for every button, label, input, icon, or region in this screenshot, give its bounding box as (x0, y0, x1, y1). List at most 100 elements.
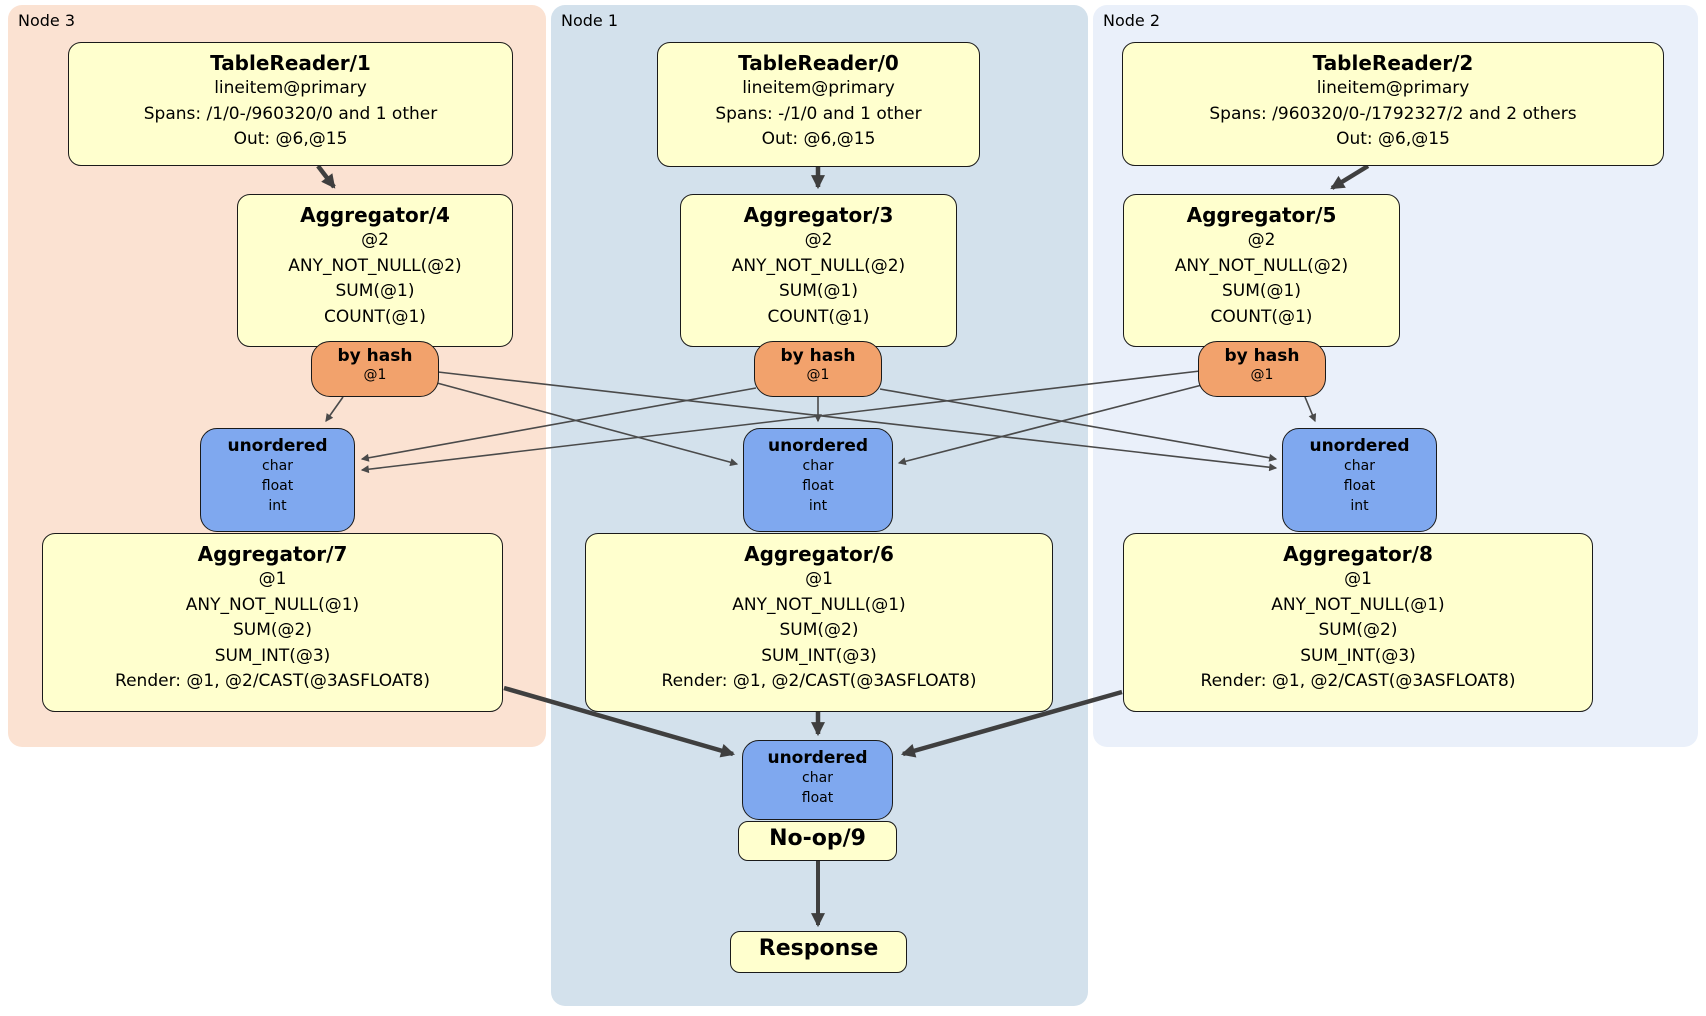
sync-title: unordered (767, 748, 868, 768)
edge-aggregator7-unordered-final (503, 685, 736, 758)
processor-line: Out: @6,@15 (233, 129, 348, 149)
router-detail: @1 (1250, 367, 1274, 384)
edge-tablereader2-aggregator5 (1330, 164, 1370, 190)
processor-tablereader-1: TableReader/1 lineitem@primary Spans: /1… (68, 42, 513, 166)
processor-aggregator-5: Aggregator/5 @2 ANY_NOT_NULL(@2) SUM(@1)… (1123, 194, 1400, 347)
sync-unordered-node3: unordered char float int (200, 428, 355, 532)
region-node3-label: Node 3 (18, 11, 76, 30)
processor-noop-9: No-op/9 (738, 821, 897, 861)
edge-hash2-unordered2 (1304, 396, 1317, 423)
processor-aggregator-7: Aggregator/7 @1 ANY_NOT_NULL(@1) SUM(@2)… (42, 533, 503, 712)
router-by-hash-node1: by hash @1 (754, 341, 882, 397)
sync-unordered-node1: unordered char float int (743, 428, 893, 532)
processor-line: Spans: -/1/0 and 1 other (715, 103, 922, 124)
processor-title: TableReader/2 (1312, 51, 1474, 75)
sync-unordered-node2: unordered char float int (1282, 428, 1437, 532)
processor-line: ANY_NOT_NULL(@2) (288, 255, 462, 276)
processor-title: TableReader/0 (738, 51, 899, 75)
sync-item: char (1344, 458, 1375, 475)
sync-item: int (808, 497, 828, 514)
processor-line: @2 (804, 230, 833, 250)
processor-line: SUM(@1) (335, 281, 415, 301)
processor-line: SUM_INT(@3) (214, 645, 331, 666)
processor-aggregator-8: Aggregator/8 @1 ANY_NOT_NULL(@1) SUM(@2)… (1123, 533, 1593, 712)
processor-line: lineitem@primary (742, 78, 895, 98)
sync-item: float (801, 789, 834, 806)
sync-title: unordered (1309, 436, 1410, 456)
processor-line: COUNT(@1) (1210, 306, 1313, 327)
region-node2-label: Node 2 (1103, 11, 1161, 30)
processor-line: COUNT(@1) (324, 306, 426, 327)
processor-line: SUM(@1) (779, 281, 858, 301)
edge-aggregator8-unordered-final (900, 689, 1123, 758)
sync-item: float (802, 477, 834, 494)
processor-line: ANY_NOT_NULL(@1) (1271, 594, 1445, 615)
processor-line: @1 (805, 569, 833, 589)
processor-line: SUM(@1) (1222, 281, 1301, 301)
sync-item: char (262, 458, 293, 475)
processor-line: ANY_NOT_NULL(@1) (732, 594, 906, 615)
sync-item: char (802, 458, 834, 475)
processor-tablereader-0: TableReader/0 lineitem@primary Spans: -/… (657, 42, 980, 167)
processor-line: ANY_NOT_NULL(@1) (185, 594, 360, 615)
region-node1-label: Node 1 (561, 11, 619, 30)
processor-aggregator-6: Aggregator/6 @1 ANY_NOT_NULL(@1) SUM(@2)… (585, 533, 1053, 712)
processor-title: Aggregator/7 (197, 542, 348, 566)
processor-line: @1 (1344, 569, 1372, 589)
processor-line: Spans: /1/0-/960320/0 and 1 other (143, 103, 438, 124)
sync-item: float (261, 477, 294, 494)
processor-title: Aggregator/8 (1283, 542, 1433, 566)
processor-title: Aggregator/3 (743, 203, 894, 227)
sync-title: unordered (227, 436, 328, 456)
router-title: by hash (1224, 346, 1300, 366)
processor-title: Aggregator/5 (1186, 203, 1337, 227)
processor-aggregator-3: Aggregator/3 @2 ANY_NOT_NULL(@2) SUM(@1)… (680, 194, 957, 347)
router-by-hash-node3: by hash @1 (311, 341, 439, 397)
router-detail: @1 (363, 367, 387, 384)
processor-line: Render: @1, @2/CAST(@3ASFLOAT8) (1200, 671, 1516, 691)
edge-hash3-unordered2 (437, 371, 1278, 472)
processor-line: Out: @6,@15 (1336, 129, 1450, 149)
processor-line: lineitem@primary (1316, 78, 1470, 98)
edge-hash2-unordered3 (360, 370, 1201, 474)
sync-unordered-final: unordered char float (742, 740, 893, 820)
router-detail: @1 (806, 367, 830, 384)
processor-line: SUM_INT(@3) (761, 645, 877, 666)
sync-item: int (1350, 497, 1369, 514)
router-title: by hash (780, 346, 856, 366)
sync-item: float (1343, 477, 1376, 494)
processor-line: ANY_NOT_NULL(@2) (731, 255, 906, 276)
edge-tablereader1-aggregator4 (316, 164, 336, 189)
processor-line: @1 (258, 569, 287, 589)
processor-line: lineitem@primary (214, 78, 367, 98)
sync-item: char (802, 770, 833, 787)
processor-line: Render: @1, @2/CAST(@3ASFLOAT8) (661, 671, 977, 691)
edge-hash1-unordered2 (879, 388, 1278, 462)
processor-title: TableReader/1 (210, 51, 371, 75)
processor-line: SUM(@2) (779, 620, 859, 640)
processor-line: SUM_INT(@3) (1300, 645, 1416, 666)
edge-hash3-unordered3 (325, 396, 344, 422)
processor-tablereader-2: TableReader/2 lineitem@primary Spans: /9… (1122, 42, 1664, 166)
processor-title: Aggregator/6 (744, 542, 894, 566)
router-by-hash-node2: by hash @1 (1198, 341, 1326, 397)
processor-line: Render: @1, @2/CAST(@3ASFLOAT8) (115, 671, 430, 691)
processor-title: Aggregator/4 (300, 203, 450, 227)
processor-line: Out: @6,@15 (761, 129, 876, 149)
processor-line: Spans: /960320/0-/1792327/2 and 2 others (1209, 103, 1577, 124)
edge-hash1-unordered3 (360, 387, 757, 462)
processor-aggregator-4: Aggregator/4 @2 ANY_NOT_NULL(@2) SUM(@1)… (237, 194, 513, 347)
router-title: by hash (337, 346, 413, 366)
sync-title: unordered (767, 436, 869, 456)
processor-line: COUNT(@1) (767, 306, 870, 327)
edge-hash3-unordered1 (436, 382, 739, 467)
edge-hash2-unordered1 (897, 384, 1203, 466)
sync-item: int (268, 497, 287, 514)
processor-title: Response (758, 936, 879, 961)
response-node: Response (730, 931, 907, 973)
processor-line: @2 (361, 230, 389, 250)
processor-title: No-op/9 (769, 826, 866, 851)
processor-line: SUM(@2) (233, 620, 312, 640)
